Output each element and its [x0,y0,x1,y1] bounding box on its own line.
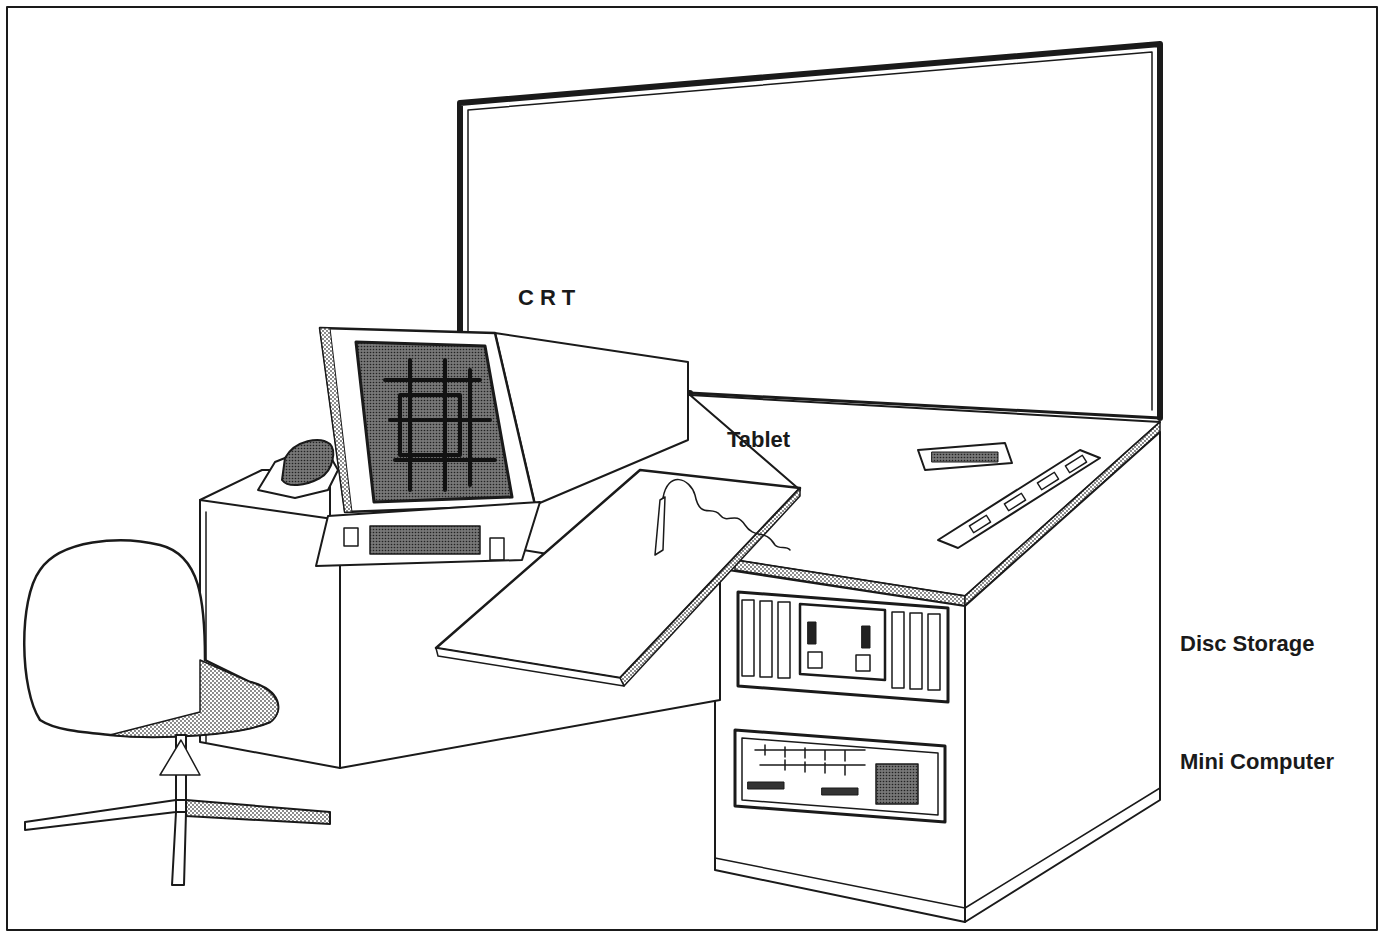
disc-storage-label: Disc Storage [1180,632,1315,656]
frame [7,7,1377,930]
telephone [258,440,338,498]
disc-storage-unit [738,592,948,702]
mini-computer-unit [735,730,945,822]
cabinet [690,395,1160,922]
mini-computer-label: Mini Computer [1180,750,1334,774]
digitizing-tablet [436,470,800,686]
tablet-label: Tablet [727,428,790,452]
office-chair [24,540,330,885]
crt-label: CRT [518,286,581,310]
